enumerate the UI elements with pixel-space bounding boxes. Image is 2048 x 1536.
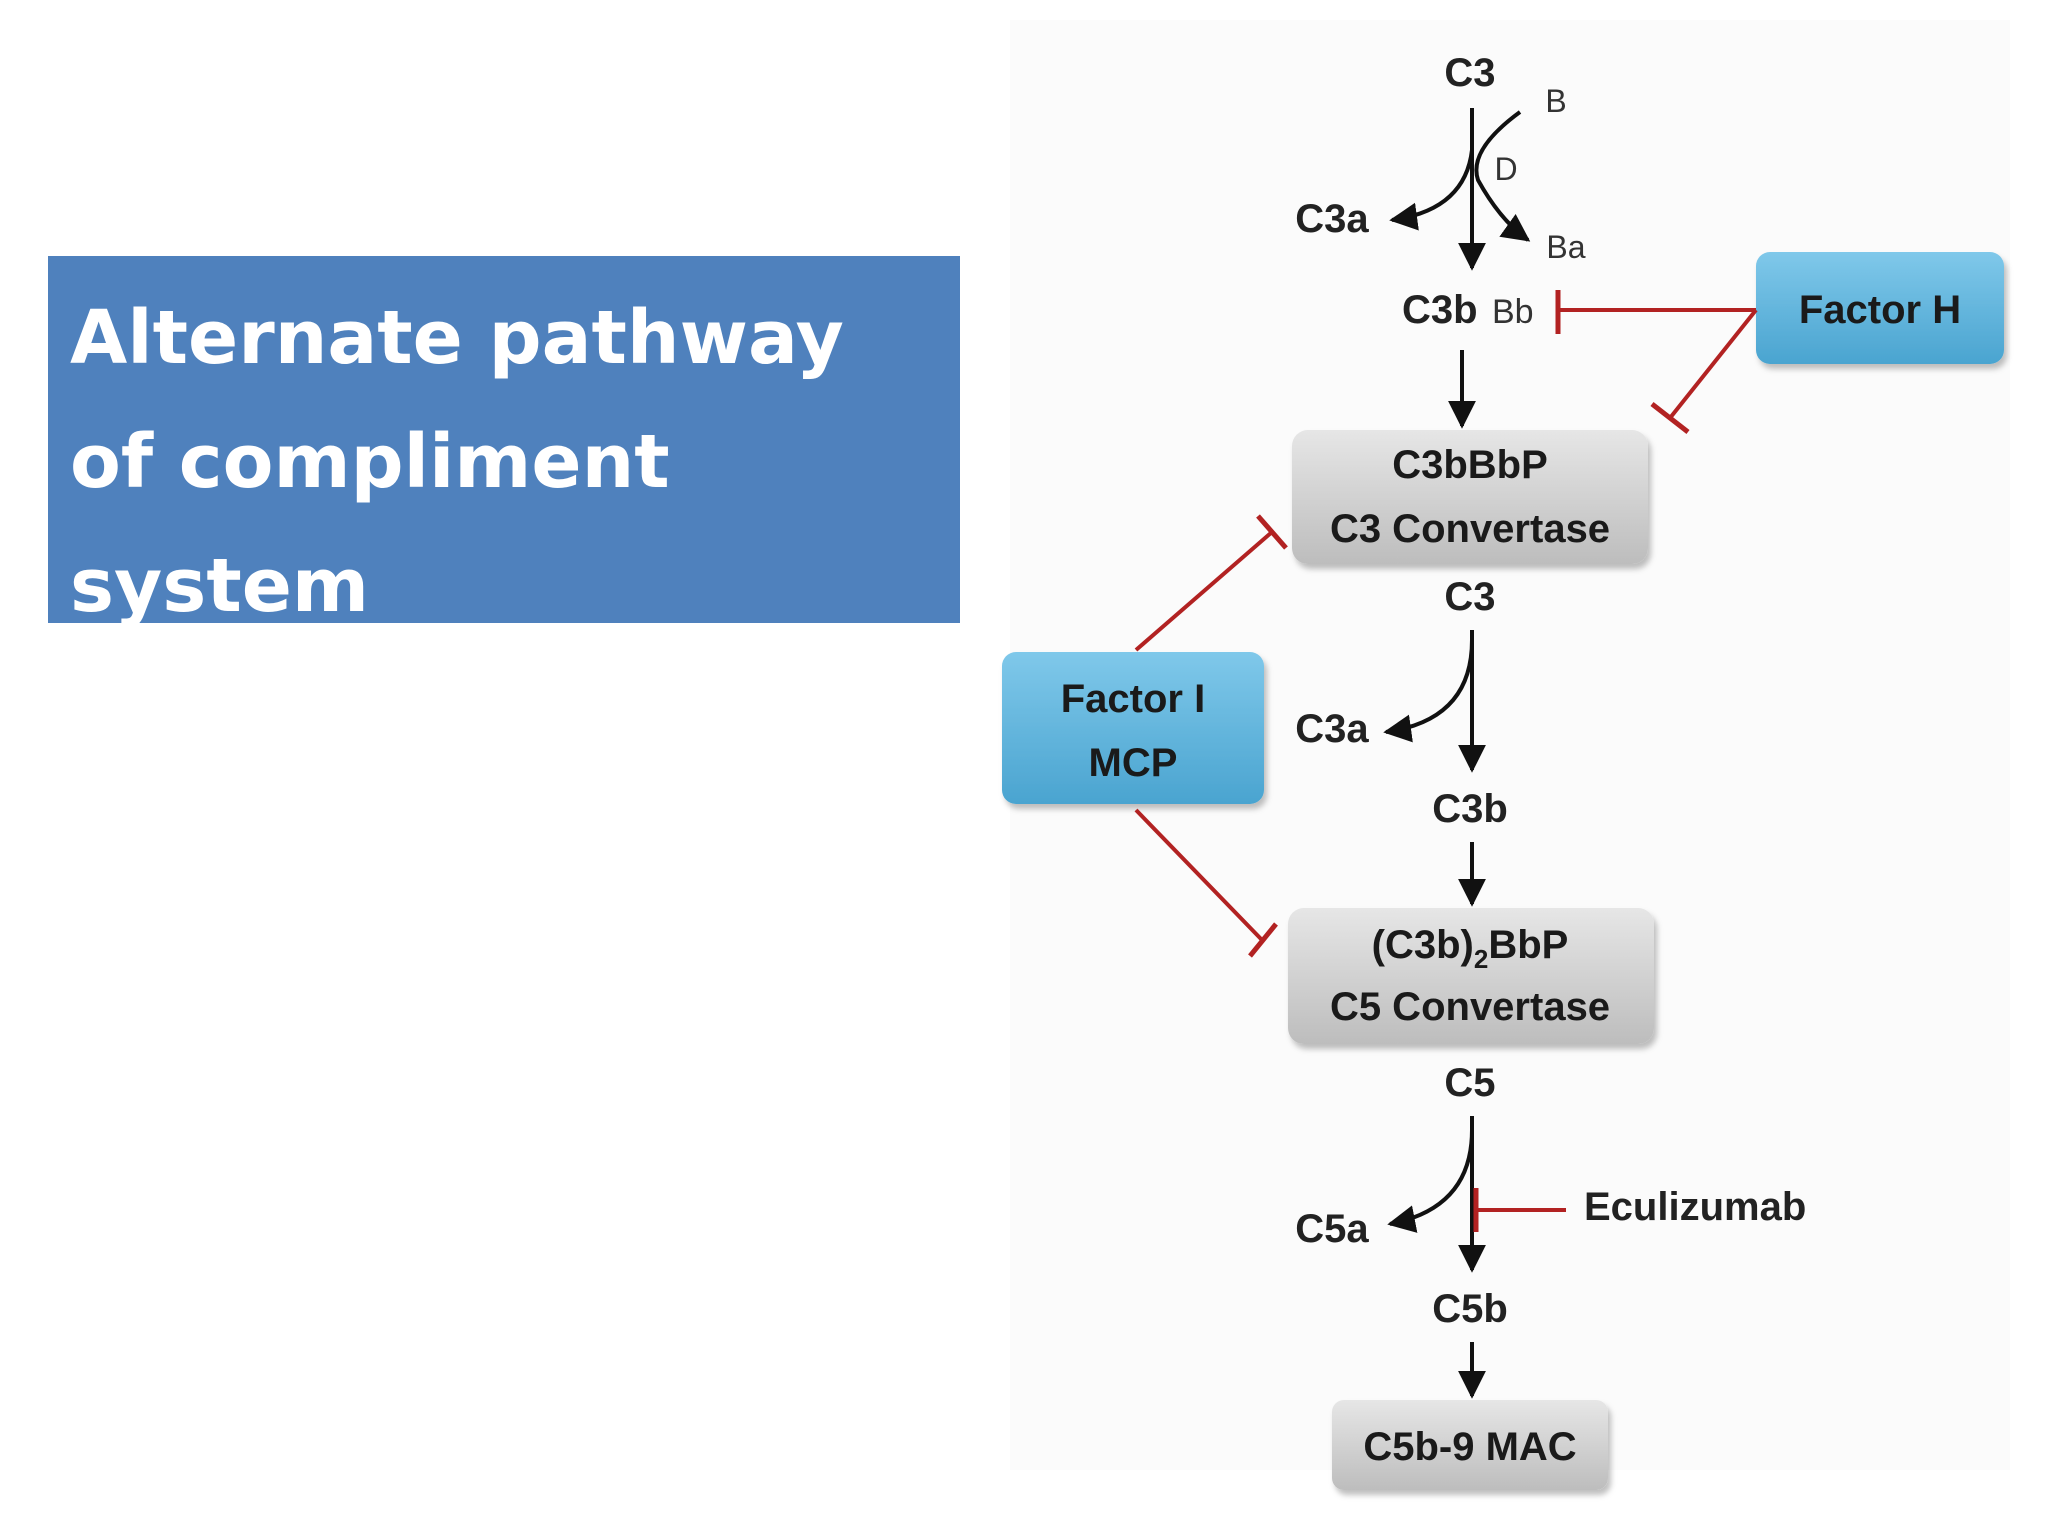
arrow-c3a-release-2 <box>1383 639 1474 743</box>
arrow-b-to-ba <box>1474 110 1531 242</box>
title-line-2: of compliment <box>70 419 670 505</box>
title-line-1: Alternate pathway <box>70 295 844 381</box>
c5-convertase-line1: (C3b)2BbP <box>1372 923 1569 974</box>
factor-h-label: Factor H <box>1799 288 1961 332</box>
label-c3a-2: C3a <box>1295 707 1369 751</box>
factor-h-box <box>1756 252 2004 364</box>
c5-convertase-box <box>1288 908 1654 1044</box>
inhibit-i-to-c5-convertase-bar <box>1248 922 1278 958</box>
inhibit-i-to-c5-convertase <box>1134 808 1264 942</box>
inhibit-i-to-c3-convertase <box>1134 530 1274 652</box>
mac-box <box>1332 1400 1608 1490</box>
c5-convertase-line2: C5 Convertase <box>1330 985 1610 1029</box>
inhibit-i-to-c3-convertase-bar <box>1256 514 1288 550</box>
inhibit-h-to-c3-convertase-bar <box>1650 402 1690 434</box>
label-c5b: C5b <box>1432 1287 1508 1331</box>
c3-convertase-line1: C3bBbP <box>1392 443 1548 487</box>
title-line-3: system <box>70 543 369 629</box>
mac-label: C5b-9 MAC <box>1363 1425 1576 1469</box>
arrow-c3a-release <box>1389 149 1474 231</box>
label-eculizumab: Eculizumab <box>1584 1185 1806 1229</box>
c3-convertase-box <box>1292 430 1648 564</box>
c3-convertase-line2: C3 Convertase <box>1330 507 1610 551</box>
label-c3bbb-c3b: C3b <box>1402 288 1478 332</box>
label-c5a: C5a <box>1295 1207 1369 1251</box>
label-c5: C5 <box>1444 1061 1495 1105</box>
factor-i-line2: MCP <box>1089 741 1178 785</box>
label-ba: Ba <box>1546 229 1585 265</box>
factor-i-line1: Factor I <box>1061 677 1205 721</box>
title-box: Alternate pathway of compliment system <box>48 256 960 629</box>
inhibit-h-to-c3-convertase <box>1668 308 1758 420</box>
label-c3-mid: C3 <box>1444 575 1495 619</box>
arrow-c5a-release <box>1387 1129 1474 1233</box>
label-b: B <box>1545 83 1566 119</box>
label-c3bbb-bb: Bb <box>1492 293 1534 331</box>
label-c3a-1: C3a <box>1295 197 1369 241</box>
label-d: D <box>1494 151 1517 187</box>
factor-i-box <box>1002 652 1264 804</box>
label-c3b-mid: C3b <box>1432 787 1508 831</box>
label-c3-top: C3 <box>1444 51 1495 95</box>
